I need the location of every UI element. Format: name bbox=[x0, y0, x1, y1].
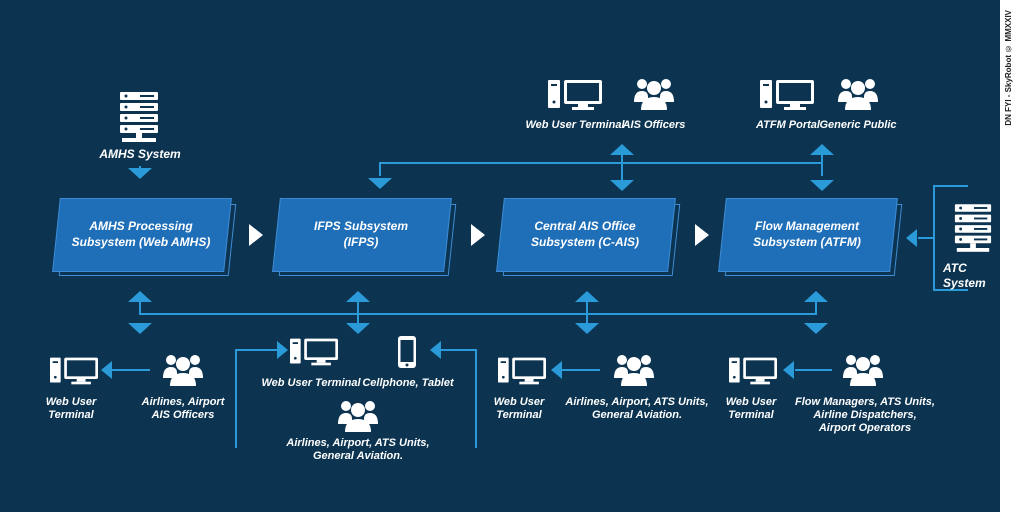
subsystem-label-cais: Central AIS Office Subsystem (C-AIS) bbox=[530, 219, 640, 249]
architecture-diagram: AMHS System Web User Terminal AIS Office… bbox=[0, 0, 1000, 512]
generic-public-label: Generic Public bbox=[819, 119, 897, 131]
connector-layer bbox=[101, 144, 968, 448]
subsystem-label-amhs: AMHS Processing Subsystem (Web AMHS) bbox=[71, 219, 211, 249]
users-icon bbox=[163, 355, 203, 386]
g4-terminal-label: Web User Terminal bbox=[725, 396, 777, 421]
atfm-portal-label: ATFM Portal bbox=[756, 119, 820, 131]
computer-icon bbox=[548, 80, 602, 110]
users-icon bbox=[838, 79, 878, 110]
users-icon bbox=[614, 355, 654, 386]
g1-users-label: Airlines, Airport AIS Officers bbox=[141, 396, 225, 421]
g3-users-label: Airlines, Airport, ATS Units, General Av… bbox=[565, 396, 709, 421]
users-icon bbox=[634, 79, 674, 110]
computer-icon bbox=[290, 338, 338, 366]
g1-terminal-label: Web User Terminal bbox=[45, 396, 97, 421]
server-icon bbox=[120, 92, 158, 142]
g3-terminal-label: Web User Terminal bbox=[493, 396, 545, 421]
amhs-system-label: AMHS System bbox=[99, 147, 181, 161]
g2-terminal-label: Web User Terminal bbox=[261, 377, 361, 389]
computer-icon bbox=[50, 357, 98, 385]
subsystem-label-ifps: IFPS Subsystem (IFPS) bbox=[313, 219, 409, 249]
g2-phone-label: Cellphone, Tablet bbox=[362, 377, 454, 389]
computer-icon bbox=[729, 357, 777, 385]
server-icon bbox=[954, 204, 992, 252]
computer-icon bbox=[760, 80, 814, 110]
image-credit: DN FYI - SkyRobot © MMXXIV bbox=[1004, 10, 1013, 126]
g4-users-label: Flow Managers, ATS Units, Airline Dispat… bbox=[795, 396, 935, 434]
computer-icon bbox=[498, 357, 546, 385]
smartphone-icon bbox=[398, 336, 416, 368]
users-icon bbox=[843, 355, 883, 386]
g2-users-label: Airlines, Airport, ATS Units, General Av… bbox=[286, 437, 430, 462]
subsystem-label-atfm: Flow Management Subsystem (ATFM) bbox=[753, 219, 861, 249]
ais-officers-label: AIS Officers bbox=[622, 119, 686, 131]
top-web-user-terminal-label: Web User Terminal bbox=[525, 119, 625, 131]
users-icon bbox=[338, 401, 378, 432]
atc-system-label: ATC System bbox=[943, 261, 986, 290]
